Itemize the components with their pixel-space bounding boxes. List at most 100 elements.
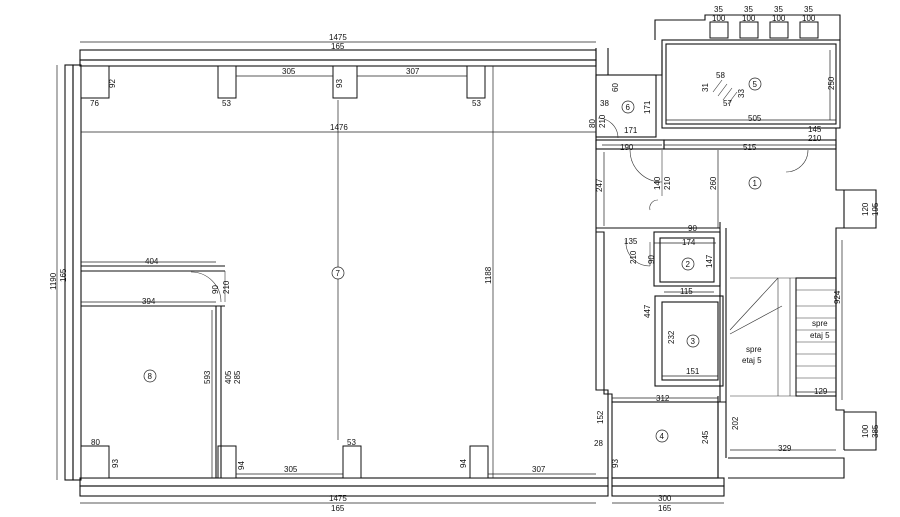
dim-120: 120 — [861, 202, 870, 216]
dim-top-total: 1475 — [329, 33, 347, 42]
dim-405: 405 — [224, 370, 233, 384]
dim-115: 115 — [680, 287, 693, 296]
dim-57: 57 — [723, 99, 732, 108]
dim-147: 147 — [705, 254, 714, 268]
dim-151: 151 — [686, 367, 700, 376]
dim-38: 38 — [600, 99, 609, 108]
dim-top-total-b: 165 — [331, 42, 345, 51]
dim-33: 33 — [737, 89, 746, 98]
dim-window-100-1: 100 — [712, 14, 726, 23]
dim-285: 285 — [233, 370, 242, 384]
dim-pillar-92: 92 — [108, 79, 117, 88]
dim-p53-bottom: 53 — [347, 438, 356, 447]
dim-inner-height: 1188 — [484, 266, 493, 284]
dim-210-b: 210 — [808, 134, 822, 143]
dim-80: 80 — [588, 119, 597, 128]
dim-p94-a: 94 — [237, 461, 246, 470]
dim-100: 100 — [861, 424, 870, 438]
dim-135: 135 — [624, 237, 638, 246]
dim-190: 190 — [620, 143, 634, 152]
dim-505: 505 — [748, 114, 762, 123]
room-6-label: 6 — [626, 103, 631, 112]
dim-60: 60 — [611, 83, 620, 92]
dim-171-v: 171 — [643, 100, 652, 114]
dim-247: 247 — [595, 178, 604, 192]
dim-152: 152 — [596, 410, 605, 424]
dim-pillar-76: 76 — [90, 99, 99, 108]
dim-inner-width: 1476 — [330, 123, 348, 132]
dim-31: 31 — [701, 83, 710, 92]
dim-span-307-top: 307 — [406, 67, 420, 76]
dim-pillar-53-b: 53 — [472, 99, 481, 108]
interior-walls — [81, 74, 837, 479]
dim-p80: 80 — [91, 438, 100, 447]
dim-404: 404 — [145, 257, 159, 266]
room-markers: 1 2 3 4 5 6 7 8 — [143, 77, 762, 443]
dimension-labels: 1475 165 1475 165 300 165 1190 165 35 35… — [49, 5, 880, 513]
pillars — [80, 65, 489, 479]
dim-312: 312 — [656, 394, 670, 403]
top-windows — [709, 21, 819, 39]
dim-232: 232 — [667, 330, 676, 344]
dim-window-35-2: 35 — [744, 5, 753, 14]
dim-58: 58 — [716, 71, 725, 80]
dim-245: 245 — [701, 430, 710, 444]
dim-924: 924 — [833, 290, 842, 304]
dim-bottom-total-b: 165 — [331, 504, 345, 513]
dim-pillar-53-a: 53 — [222, 99, 231, 108]
room-5-label: 5 — [753, 80, 758, 89]
dim-174: 174 — [682, 238, 696, 247]
dim-593: 593 — [203, 370, 212, 384]
dim-171-h: 171 — [624, 126, 638, 135]
dim-210-a: 210 — [598, 114, 607, 128]
room-1-label: 1 — [753, 179, 758, 188]
stair-label-2b: etaj 5 — [742, 356, 762, 365]
room-8-label: 8 — [148, 372, 153, 381]
dim-260: 260 — [709, 176, 718, 190]
dim-left-total: 1190 — [49, 272, 58, 290]
room-7-label: 7 — [336, 269, 341, 278]
dim-span-307-bottom: 307 — [532, 465, 546, 474]
dim-window-35-4: 35 — [804, 5, 813, 14]
dim-210-e: 210 — [222, 280, 231, 294]
room-2-label: 2 — [686, 260, 691, 269]
dim-28: 28 — [594, 439, 603, 448]
dim-window-35-3: 35 — [774, 5, 783, 14]
dim-pillar-93: 93 — [335, 79, 344, 88]
stair-label-1a: spre — [812, 319, 828, 328]
dim-210-c: 210 — [663, 176, 672, 190]
dim-bottom-right-b: 165 — [658, 504, 672, 513]
dim-90-c: 90 — [211, 285, 220, 294]
room-4-label: 4 — [660, 432, 665, 441]
dim-447: 447 — [643, 304, 652, 318]
dim-129: 129 — [814, 387, 828, 396]
dim-210-d: 210 — [629, 250, 638, 264]
dim-140: 140 — [653, 176, 662, 190]
dim-left-total-b: 165 — [59, 268, 68, 282]
dim-span-305-bottom: 305 — [284, 465, 298, 474]
dim-span-305-top: 305 — [282, 67, 296, 76]
dim-bottom-right: 300 — [658, 494, 672, 503]
dim-202: 202 — [731, 416, 740, 430]
stair-label-2a: spre — [746, 345, 762, 354]
dim-p94-b: 94 — [459, 459, 468, 468]
dim-p93-left: 93 — [111, 459, 120, 468]
dim-250: 250 — [827, 76, 836, 90]
dim-window-100-2: 100 — [742, 14, 756, 23]
dim-90-a: 90 — [688, 224, 697, 233]
dim-394: 394 — [142, 297, 156, 306]
dim-515: 515 — [743, 143, 757, 152]
dim-bottom-total: 1475 — [329, 494, 347, 503]
dim-385: 385 — [871, 424, 880, 438]
dim-195: 195 — [871, 202, 880, 216]
dim-window-100-4: 100 — [802, 14, 816, 23]
dim-329: 329 — [778, 444, 792, 453]
dim-window-100-3: 100 — [772, 14, 786, 23]
dim-p93-right: 93 — [611, 459, 620, 468]
staircase: spre etaj 5 spre etaj 5 — [712, 79, 837, 397]
dim-90-b: 90 — [647, 255, 656, 264]
dim-145: 145 — [808, 125, 822, 134]
dimension-lines — [56, 41, 843, 504]
room-3-label: 3 — [691, 337, 696, 346]
